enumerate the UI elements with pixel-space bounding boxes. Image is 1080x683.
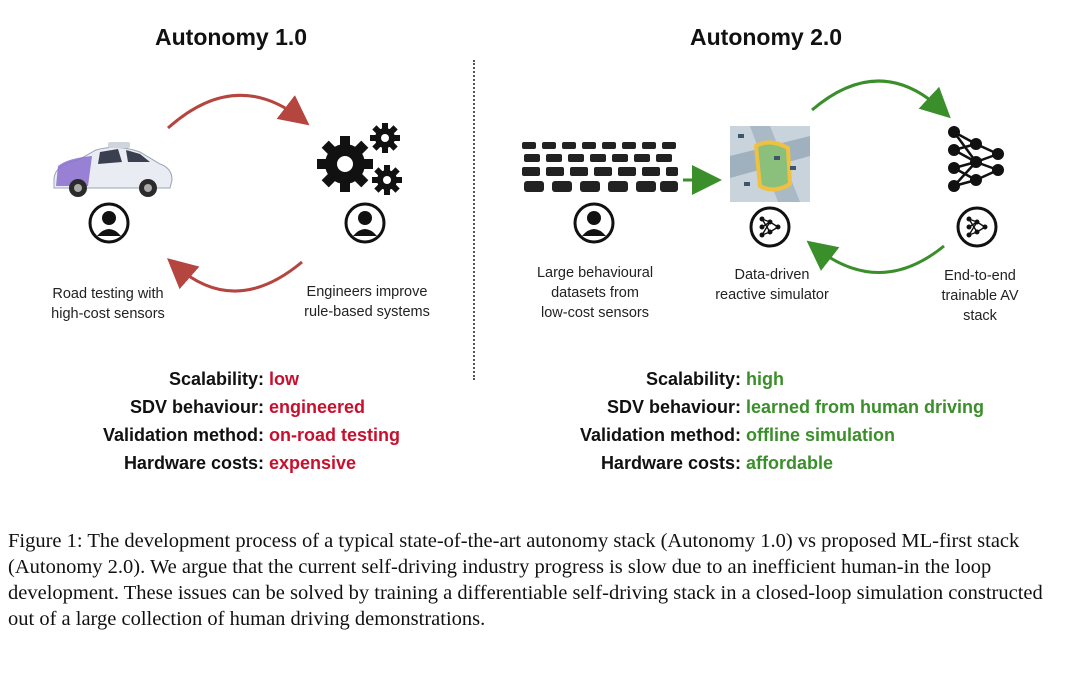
neural-network-badge-icon [956, 206, 998, 248]
arrow-bottom-red [166, 258, 303, 293]
neural-network-badge-icon [749, 206, 791, 248]
metrics-autonomy-2: Scalability: high SDV behaviour: learned… [0, 365, 984, 477]
neural-network-icon [948, 126, 1004, 192]
gears-icon [317, 123, 402, 195]
metric-row: Validation method: on-road testing [102, 425, 401, 445]
autonomy-2-title: Autonomy 2.0 [690, 24, 843, 50]
metric-row: Validation method: offline simulation [579, 425, 896, 445]
car-icon [53, 142, 173, 197]
section-divider [473, 60, 475, 380]
metric-row: Hardware costs: expensive [123, 453, 357, 473]
arrow-top-green [811, 79, 951, 119]
person-icon [573, 202, 615, 244]
metric-row: Hardware costs: affordable [600, 453, 834, 473]
person-icon [88, 202, 130, 244]
person-icon [344, 202, 386, 244]
metric-row: SDV behaviour: learned from human drivin… [606, 397, 985, 417]
autonomy-1-title: Autonomy 1.0 [155, 24, 308, 50]
metrics-autonomy-1: Scalability: low SDV behaviour: engineer… [0, 365, 400, 477]
car-fleet-icon [522, 142, 678, 192]
metric-row: SDV behaviour: engineered [129, 397, 366, 417]
arrow-top-red [166, 93, 310, 130]
simulator-icon [730, 126, 810, 202]
arrow-bottom-green [806, 240, 945, 274]
metric-row: Scalability: low [168, 369, 300, 389]
figure-caption: Figure 1: The development process of a t… [8, 530, 1043, 630]
metric-row: Scalability: high [645, 369, 785, 389]
